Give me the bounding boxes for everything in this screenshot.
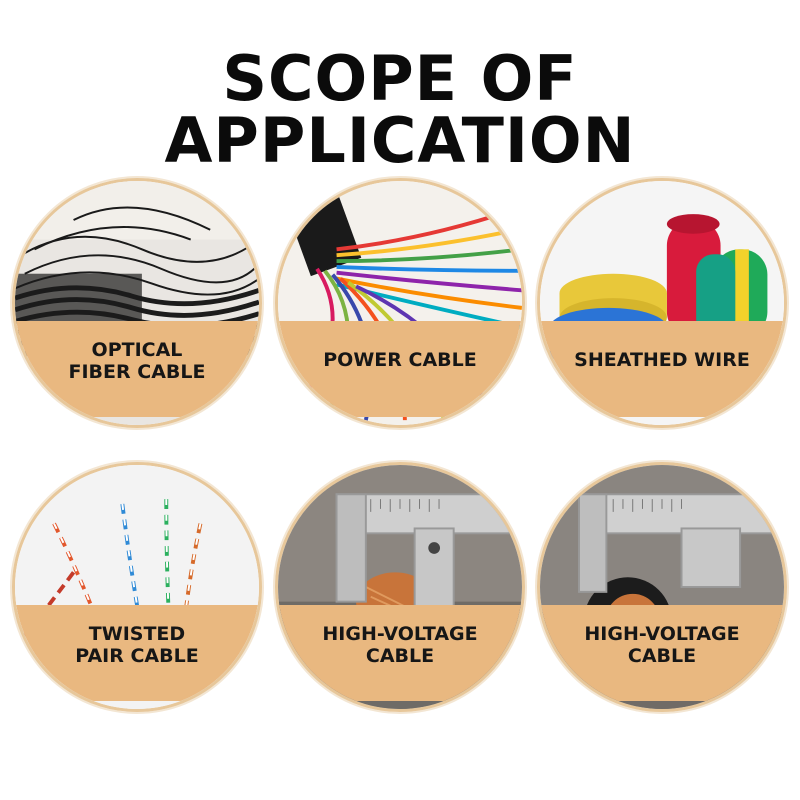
twisted-pair-cable-label: TWISTED PAIR CABLE — [75, 623, 199, 667]
high-voltage-cable-card-2: HIGH-VOLTAGE CABLE — [537, 462, 787, 712]
sheathed-wire-label: SHEATHED WIRE — [574, 349, 750, 371]
power-cable-label: POWER CABLE — [323, 349, 477, 371]
optical-fiber-cable-band: OPTICAL FIBER CABLE — [15, 321, 259, 417]
power-cable-band: POWER CABLE — [278, 321, 522, 417]
page-title: SCOPE OF APPLICATION — [164, 42, 636, 177]
twisted-pair-cable-card: TWISTED PAIR CABLE — [12, 462, 262, 712]
high-voltage-cable-band-1: HIGH-VOLTAGE CABLE — [278, 605, 522, 701]
twisted-pair-cable-band: TWISTED PAIR CABLE — [15, 605, 259, 701]
sheathed-wire-band: SHEATHED WIRE — [540, 321, 784, 417]
power-cable-card: POWER CABLE — [275, 178, 525, 428]
optical-fiber-cable-card: OPTICAL FIBER CABLE — [12, 178, 262, 428]
optical-fiber-cable-label: OPTICAL FIBER CABLE — [68, 339, 206, 383]
high-voltage-cable-label-1: HIGH-VOLTAGE CABLE — [322, 623, 478, 667]
high-voltage-cable-band-2: HIGH-VOLTAGE CABLE — [540, 605, 784, 701]
high-voltage-cable-card-1: HIGH-VOLTAGE CABLE — [275, 462, 525, 712]
high-voltage-cable-label-2: HIGH-VOLTAGE CABLE — [584, 623, 740, 667]
sheathed-wire-card: SHEATHED WIRE — [537, 178, 787, 428]
